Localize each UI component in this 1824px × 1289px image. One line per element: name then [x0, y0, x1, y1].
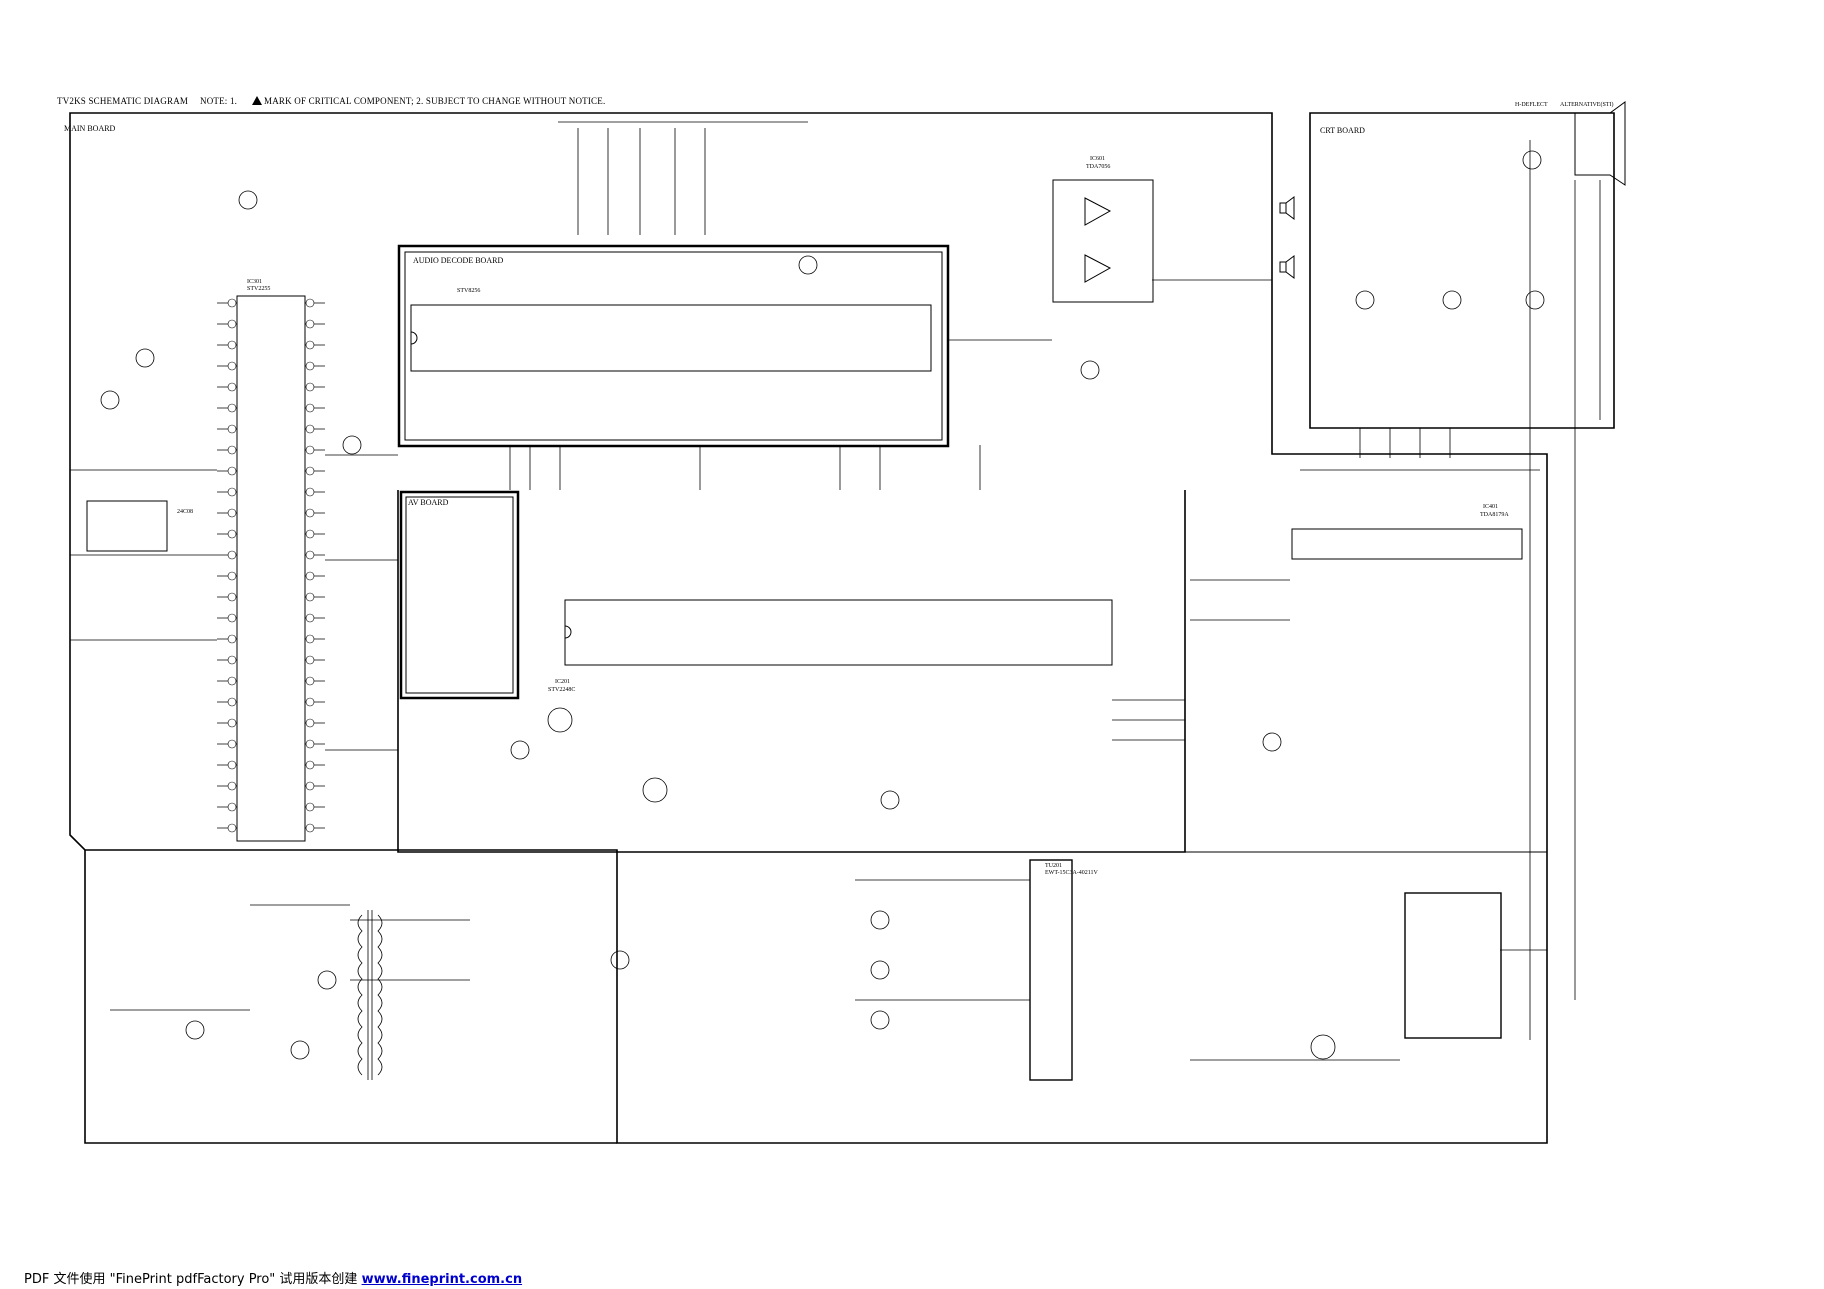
transistor-icon [610, 950, 630, 970]
note-label: NOTE: 1. [200, 96, 238, 106]
video-processor-ic [564, 599, 1113, 666]
transistor-icon [185, 1020, 205, 1040]
alternative-label: ALTERNATIVE(STI) [1560, 101, 1613, 108]
transistor-icon [1525, 290, 1545, 310]
transistor-icon [547, 707, 573, 733]
transistor-icon [870, 1010, 890, 1030]
mcu-ic [217, 295, 325, 842]
tuner-block [1029, 859, 1073, 1081]
vert-ic-ref: IC401 [1483, 504, 1498, 510]
main-board-outline [69, 112, 1548, 1144]
crt-board-label: CRT BOARD [1320, 126, 1365, 135]
video-proc-part: STV2248C [548, 687, 575, 693]
transistor-icon [1355, 290, 1375, 310]
flyback-transformer [1404, 892, 1502, 1039]
power-transformer [357, 910, 383, 1080]
transistor-icon [1080, 360, 1100, 380]
video-proc-ref: IC201 [555, 679, 570, 685]
h-deflect-label: H-DEFLECT [1515, 102, 1548, 108]
av-board-outline [399, 490, 520, 700]
transistor-icon [642, 777, 668, 803]
transistor-icon [510, 740, 530, 760]
transistor-icon [100, 390, 120, 410]
diagram-title: TV2KS SCHEMATIC DIAGRAM [57, 96, 189, 106]
critical-mark-icon [252, 96, 262, 105]
audio-amp-ref: IC601 [1090, 156, 1105, 162]
transistor-icon [290, 1040, 310, 1060]
transistor-icon [342, 435, 362, 455]
transistor-icon [238, 190, 258, 210]
av-board-label: AV BOARD [408, 498, 449, 507]
eeprom-ic [86, 500, 168, 552]
audio-decode-board-outline [397, 244, 950, 448]
note-rest: MARK OF CRITICAL COMPONENT; 2. SUBJECT T… [264, 96, 606, 106]
transistor-icon [1522, 150, 1542, 170]
audio-amp-part: TDA7056 [1086, 164, 1110, 170]
transistor-icon [1262, 732, 1282, 752]
pdf-footer: PDF 文件使用 "FinePrint pdfFactory Pro" 试用版本… [24, 1268, 522, 1287]
transistor-icon [870, 960, 890, 980]
mcu-part: STV2255 [247, 286, 270, 292]
transistor-icon [317, 970, 337, 990]
transistor-icon [870, 910, 890, 930]
transistor-icon [1310, 1034, 1336, 1060]
vertical-ic [1291, 528, 1523, 560]
crt-neck-icon [1574, 101, 1626, 186]
note-text: MARK OF CRITICAL COMPONENT; 2. SUBJECT T… [252, 96, 605, 106]
sound-dec-part: STV8256 [457, 288, 480, 294]
transistor-icon [135, 348, 155, 368]
sound-decoder-ic [410, 304, 932, 372]
transistor-icon [880, 790, 900, 810]
vert-ic-part: TDA8179A [1480, 512, 1509, 518]
tuner-part: EWT-15C3A-40211V [1045, 870, 1099, 876]
transistor-icon [1442, 290, 1462, 310]
audio-amp-ic [1052, 179, 1154, 303]
tuner-ref: TU201 [1045, 863, 1062, 869]
crt-board-outline [1309, 112, 1615, 429]
footer-link[interactable]: www.fineprint.com.cn [361, 1272, 523, 1287]
power-supply-outline [84, 850, 617, 1144]
footer-text: PDF 文件使用 "FinePrint pdfFactory Pro" 试用版本… [24, 1272, 362, 1287]
eeprom-part: 24C08 [177, 509, 193, 515]
speaker-icons [1279, 196, 1295, 279]
mcu-ref: IC301 [247, 279, 262, 285]
main-board-label: MAIN BOARD [64, 124, 116, 133]
transistor-icon [798, 255, 818, 275]
audio-decode-board-label: AUDIO DECODE BOARD [413, 256, 503, 265]
